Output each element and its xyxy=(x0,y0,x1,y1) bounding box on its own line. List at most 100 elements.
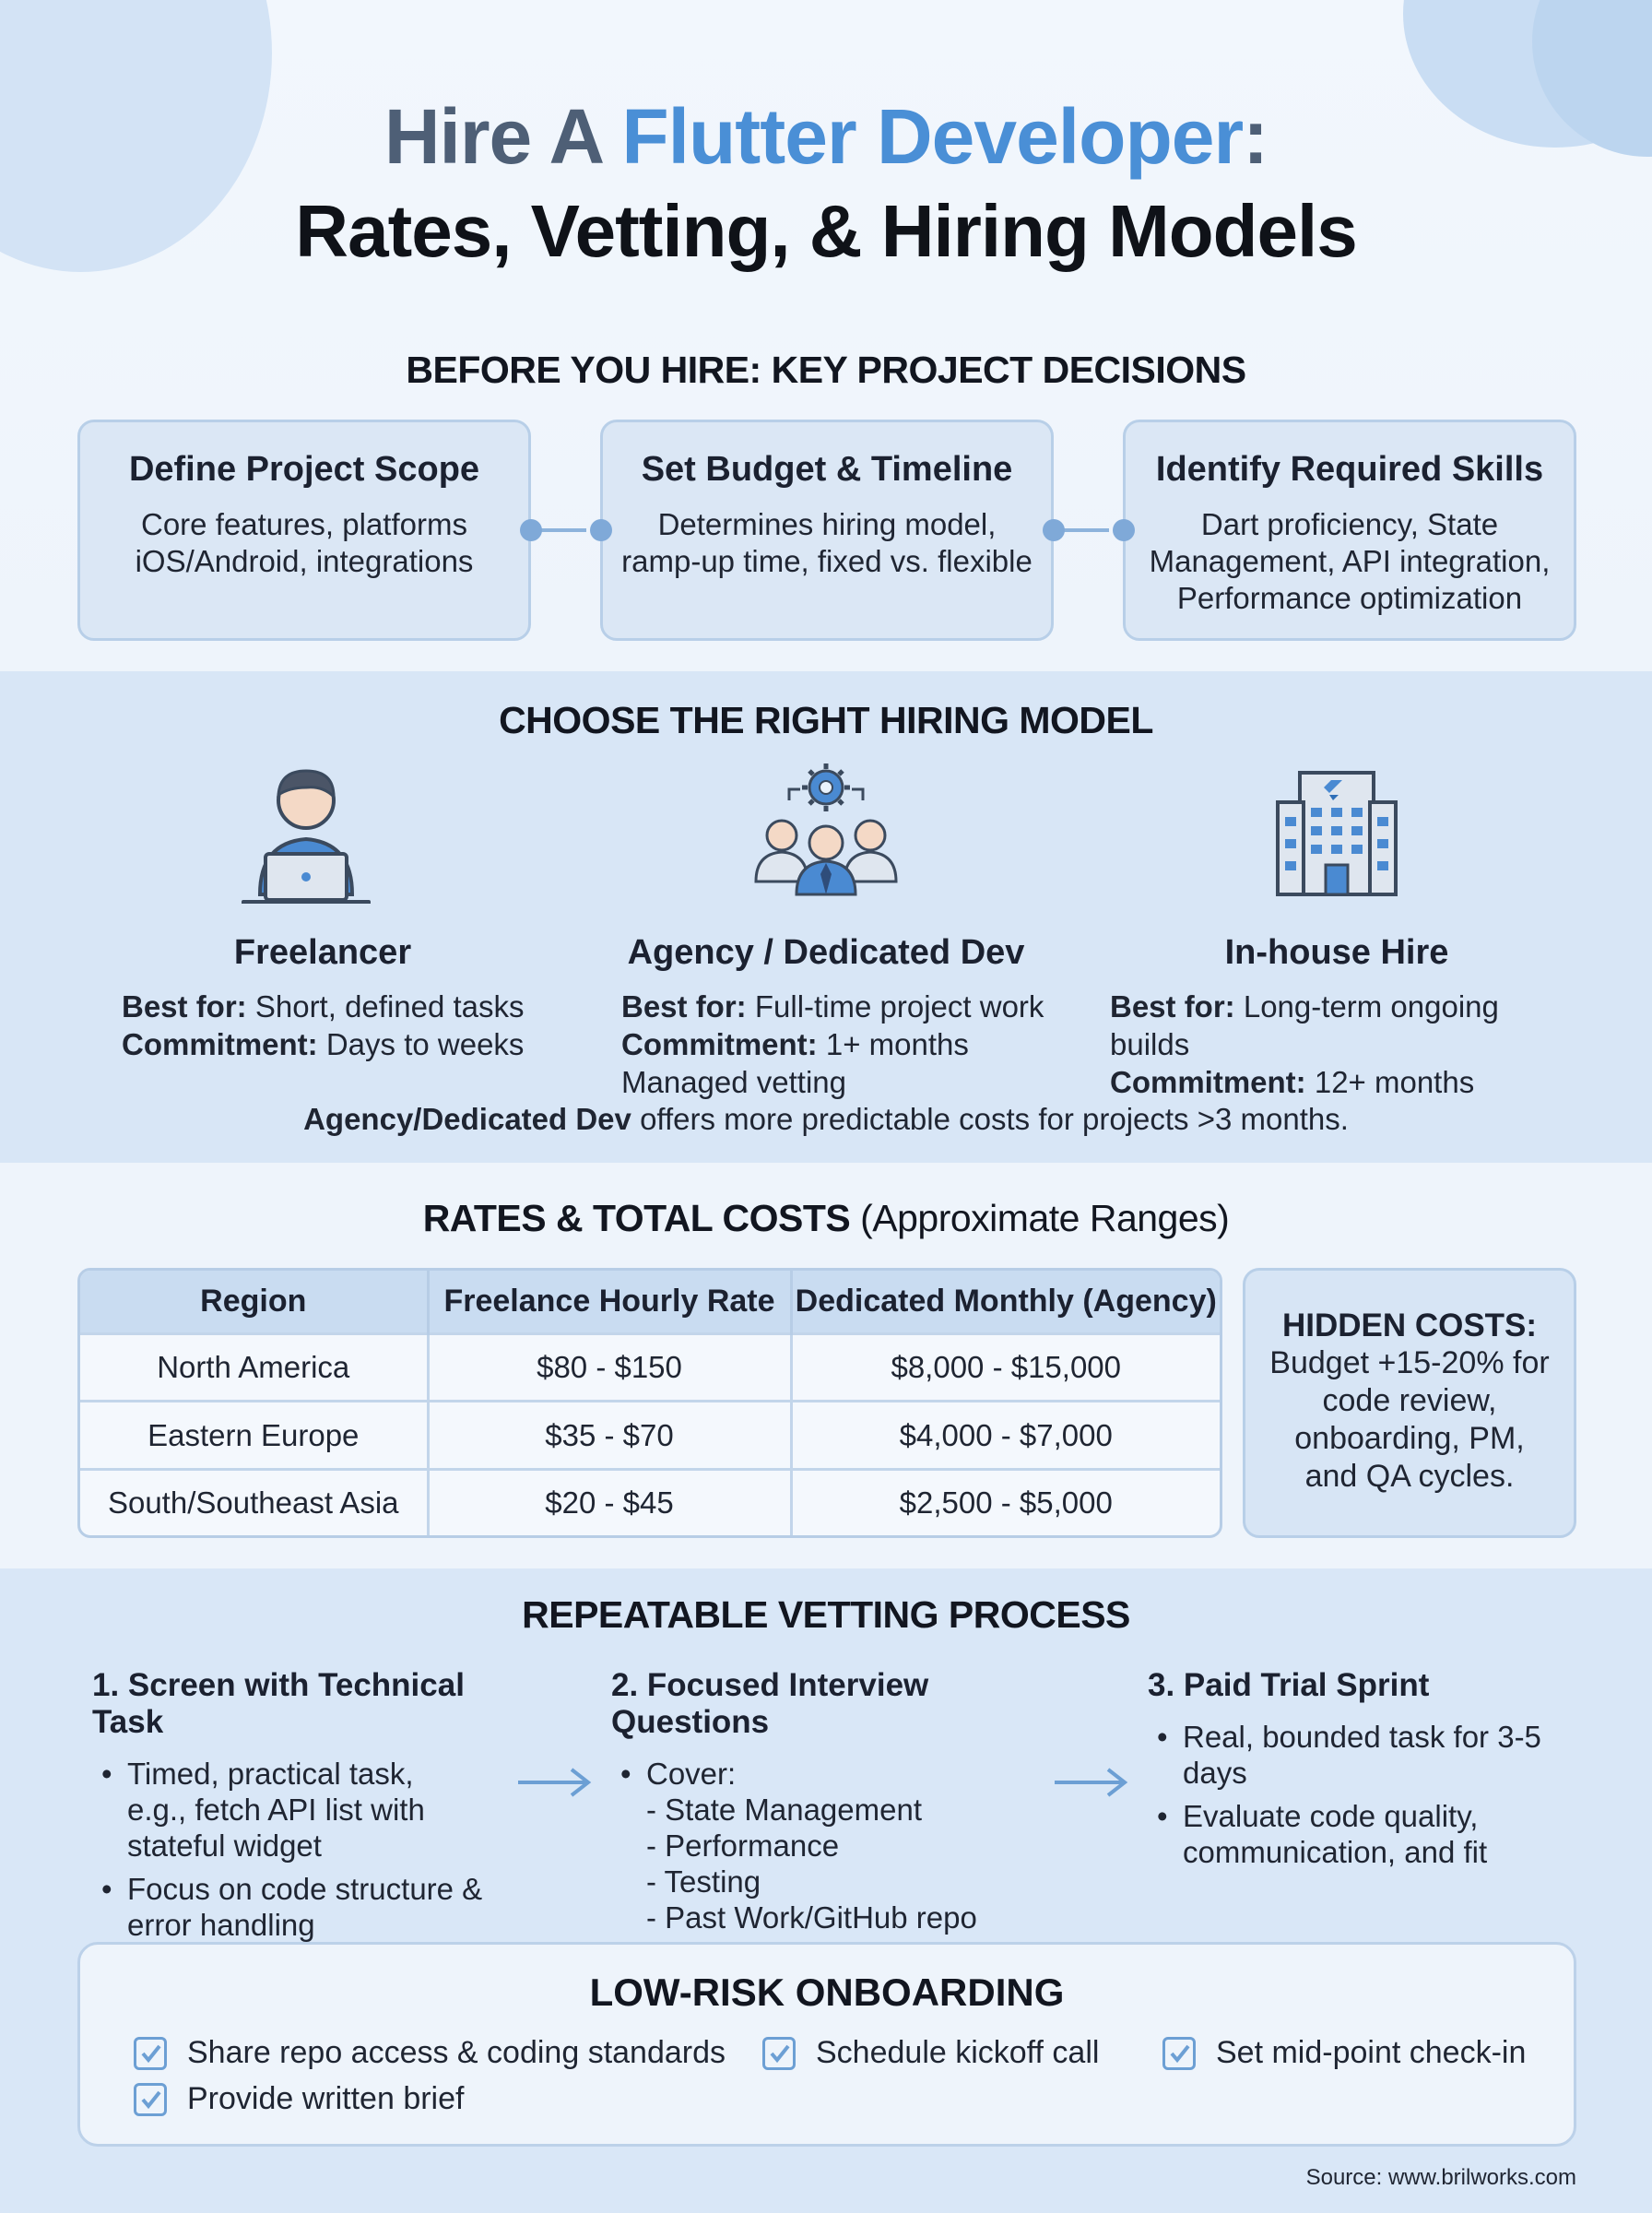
hidden-costs-title: HIDDEN COSTS: xyxy=(1281,1308,1538,1343)
best-for-line: Best for: Long-term ongoing builds xyxy=(1110,988,1576,1063)
source-credit: Source: www.brilworks.com xyxy=(1305,2165,1576,2190)
table-cell: $4,000 - $7,000 xyxy=(791,1400,1220,1470)
decision-card-body: Dart proficiency, State Management, API … xyxy=(1126,506,1574,617)
extra-line: Managed vetting xyxy=(621,1065,847,1099)
best-for-label: Best for: xyxy=(621,989,747,1024)
onboarding-item: Set mid-point check-in xyxy=(1162,2035,1526,2071)
table-row: South/Southeast Asia $20 - $45 $2,500 - … xyxy=(80,1468,1220,1535)
bullet-line: stateful widget xyxy=(127,1828,322,1863)
table-cell: $35 - $70 xyxy=(428,1400,793,1470)
table-row: Eastern Europe $35 - $70 $4,000 - $7,000 xyxy=(80,1400,1220,1470)
model-agency: Agency / Dedicated Dev Best for: Full-ti… xyxy=(586,756,1066,1101)
table-row: North America $80 - $150 $8,000 - $15,00… xyxy=(80,1331,1220,1402)
title-accent: Flutter Developer xyxy=(621,93,1244,180)
hiring-note-bold: Agency/Dedicated Dev xyxy=(303,1102,631,1136)
connector-dot xyxy=(1113,519,1135,541)
commitment-line: Commitment: 12+ months xyxy=(1110,1063,1576,1101)
step-title: 3. Paid Trial Sprint xyxy=(1148,1667,1430,1703)
arrow-right-icon xyxy=(518,1768,592,1797)
table-cell: Eastern Europe xyxy=(80,1400,430,1470)
step-bullets: Cover: - State Management - Performance … xyxy=(611,1756,1091,1935)
hidden-costs-line: code review, xyxy=(1322,1383,1497,1418)
table-cell: $8,000 - $15,000 xyxy=(791,1331,1220,1402)
commitment-value: 1+ months xyxy=(817,1027,969,1061)
decision-card-budget: Set Budget & Timeline Determines hiring … xyxy=(600,420,1054,641)
decisions-heading: BEFORE YOU HIRE: KEY PROJECT DECISIONS xyxy=(406,349,1246,391)
bullet-line: Focus on code structure & xyxy=(127,1872,483,1906)
decision-card-title: Define Project Scope xyxy=(128,450,480,489)
connector-line xyxy=(1054,528,1109,532)
bullet-line: Real, bounded task for 3-5 xyxy=(1183,1720,1541,1754)
bullet-line: e.g., fetch API list with xyxy=(127,1793,425,1827)
bullet-line: - Performance xyxy=(646,1828,840,1863)
onboarding-item-label: Schedule kickoff call xyxy=(816,2035,1100,2070)
onboarding-heading: LOW-RISK ONBOARDING xyxy=(589,1970,1065,2014)
model-details: Best for: Short, defined tasks Commitmen… xyxy=(83,988,562,1063)
model-inhouse: In-house Hire Best for: Long-term ongoin… xyxy=(1097,756,1576,1101)
hidden-costs-body: Budget +15-20% for code review, onboardi… xyxy=(1245,1344,1574,1496)
decision-line: Determines hiring model, xyxy=(657,507,997,541)
vetting-step-1: 1. Screen with Technical Task Timed, pra… xyxy=(92,1667,535,1950)
hiring-band xyxy=(0,671,1652,1163)
page-subtitle: Rates, Vetting, & Hiring Models xyxy=(295,190,1357,272)
decision-card-title: Set Budget & Timeline xyxy=(641,450,1013,489)
table-cell: $80 - $150 xyxy=(428,1331,793,1402)
commitment-label: Commitment: xyxy=(122,1027,318,1061)
checkbox-checked-icon xyxy=(762,2036,796,2070)
step-title: 1. Screen with Technical Task xyxy=(92,1667,465,1740)
column-header-dedicated: Dedicated Monthly (Agency) xyxy=(791,1271,1220,1333)
commitment-line: Commitment: Days to weeks xyxy=(122,1025,562,1063)
best-for-label: Best for: xyxy=(1110,989,1235,1024)
bullet-line: communication, and fit xyxy=(1183,1835,1488,1869)
commitment-label: Commitment: xyxy=(1110,1065,1306,1099)
onboarding-item-label: Share repo access & coding standards xyxy=(187,2035,726,2070)
table-cell: $2,500 - $5,000 xyxy=(791,1468,1220,1535)
step-bullet: Evaluate code quality, communication, an… xyxy=(1148,1798,1590,1870)
connector-line xyxy=(531,528,586,532)
commitment-line: Commitment: 1+ months xyxy=(621,1025,1066,1063)
vetting-heading: REPEATABLE VETTING PROCESS xyxy=(522,1593,1130,1636)
commitment-value: 12+ months xyxy=(1305,1065,1475,1099)
commitment-value: Days to weeks xyxy=(317,1027,525,1061)
bullet-line: Timed, practical task, xyxy=(127,1757,414,1791)
onboarding-item-label: Set mid-point check-in xyxy=(1216,2035,1527,2070)
office-building-icon xyxy=(1097,756,1576,904)
rates-heading-light: (Approximate Ranges) xyxy=(850,1197,1230,1239)
hiring-heading: CHOOSE THE RIGHT HIRING MODEL xyxy=(499,699,1153,741)
hidden-costs-card: HIDDEN COSTS: Budget +15-20% for code re… xyxy=(1243,1268,1576,1538)
freelancer-laptop-icon xyxy=(83,756,562,905)
best-for-value: Full-time project work xyxy=(746,989,1044,1024)
page-title: Hire A Flutter Developer: xyxy=(0,92,1652,182)
checkbox-checked-icon xyxy=(1162,2036,1196,2070)
rates-table: Region Freelance Hourly Rate Dedicated M… xyxy=(77,1268,1222,1538)
title-suffix: : xyxy=(1243,93,1268,180)
model-name: Agency / Dedicated Dev xyxy=(627,933,1025,972)
bullet-line: - Testing xyxy=(646,1864,761,1899)
bullet-line: - State Management xyxy=(646,1793,922,1827)
bullet-line: Cover: xyxy=(646,1757,737,1791)
model-freelancer: Freelancer Best for: Short, defined task… xyxy=(83,756,562,1063)
connector-dot xyxy=(1043,519,1065,541)
arrow-right-icon xyxy=(1055,1768,1128,1797)
decision-card-body: Core features, platforms iOS/Android, in… xyxy=(80,506,528,580)
decision-line: ramp-up time, fixed vs. flexible xyxy=(621,544,1032,578)
connector-dot xyxy=(590,519,612,541)
checkbox-checked-icon xyxy=(134,2036,167,2070)
step-bullet: Timed, practical task, e.g., fetch API l… xyxy=(92,1756,535,1864)
table-cell: North America xyxy=(80,1331,430,1402)
bullet-line: days xyxy=(1183,1756,1247,1790)
decision-line: Dart proficiency, State xyxy=(1200,507,1499,541)
checkbox-checked-icon xyxy=(134,2082,167,2116)
bullet-line: Evaluate code quality, xyxy=(1183,1799,1479,1833)
vetting-step-3: 3. Paid Trial Sprint Real, bounded task … xyxy=(1148,1667,1590,1877)
decision-card-body: Determines hiring model, ramp-up time, f… xyxy=(603,506,1051,580)
step-bullet: Real, bounded task for 3-5 days xyxy=(1148,1719,1590,1791)
best-for-line: Best for: Short, defined tasks xyxy=(122,988,562,1025)
model-name: Freelancer xyxy=(233,933,412,972)
hiring-note-text: offers more predictable costs for projec… xyxy=(631,1102,1349,1136)
model-name: In-house Hire xyxy=(1224,933,1449,972)
bullet-line: - Past Work/GitHub repo xyxy=(646,1900,977,1935)
hiring-note: Agency/Dedicated Dev offers more predict… xyxy=(0,1102,1652,1137)
best-for-line: Best for: Full-time project work xyxy=(621,988,1066,1025)
